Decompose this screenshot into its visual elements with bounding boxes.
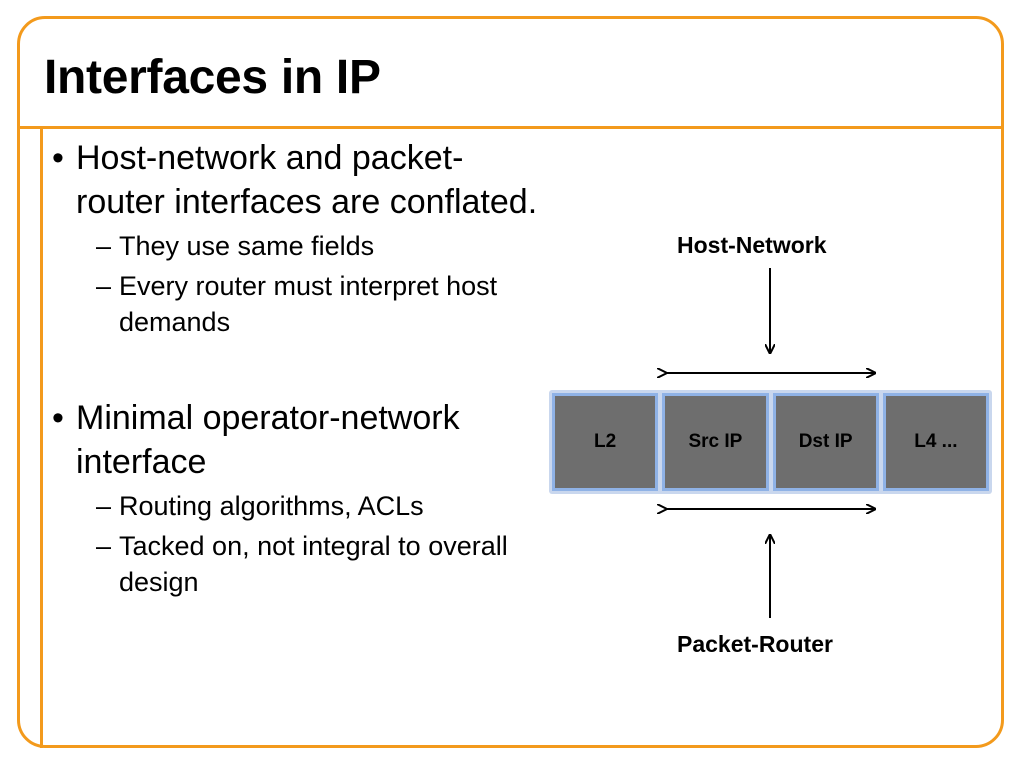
packet-router-label: Packet-Router xyxy=(677,631,833,657)
left-margin-rule xyxy=(40,126,43,748)
field-dst-ip: Dst IP xyxy=(772,393,879,491)
field-l2: L2 xyxy=(552,393,659,491)
host-network-label: Host-Network xyxy=(677,232,827,258)
bullet-list: Host-network and packet-router interface… xyxy=(52,136,542,600)
sub-bullet-item: Routing algorithms, ACLs xyxy=(52,488,542,524)
bullet-item: Minimal operator-network interface xyxy=(52,396,542,484)
packet-header: L2 Src IP Dst IP L4 ... xyxy=(549,390,992,494)
field-src-ip: Src IP xyxy=(662,393,769,491)
slide-title: Interfaces in IP xyxy=(44,51,381,104)
field-l4: L4 ... xyxy=(882,393,989,491)
sub-bullet-item: Every router must interpret host demands xyxy=(52,268,542,340)
sub-bullet-item: Tacked on, not integral to overall desig… xyxy=(52,528,542,600)
slide-frame xyxy=(17,16,1004,748)
title-divider xyxy=(17,126,1004,129)
bullet-item: Host-network and packet-router interface… xyxy=(52,136,542,224)
sub-bullet-item: They use same fields xyxy=(52,228,542,264)
